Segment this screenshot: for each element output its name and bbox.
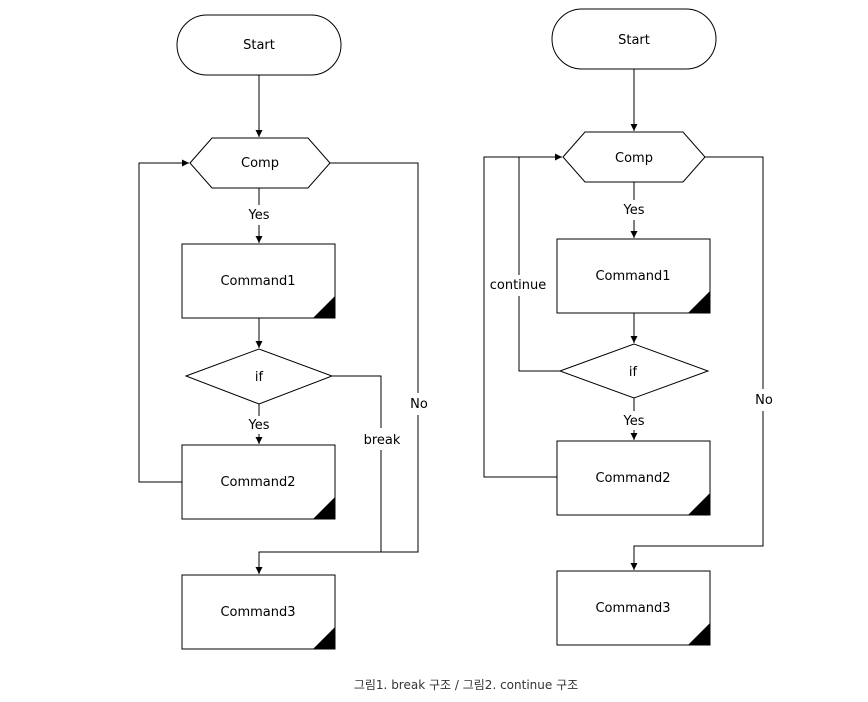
continue-command2-label: Command2 — [595, 471, 670, 486]
break-flowchart: Start Comp Yes Command1 if Yes Command2 … — [138, 14, 428, 650]
break-command1-corner — [313, 296, 335, 318]
break-yes-top-label: Yes — [248, 208, 270, 223]
break-command1-label: Command1 — [220, 274, 295, 289]
continue-no-path-upper — [705, 156, 764, 389]
continue-command2-corner — [688, 493, 710, 515]
break-command3-box — [181, 574, 336, 650]
break-comp-label: Comp — [241, 156, 279, 171]
continue-yes-bottom-label: Yes — [623, 414, 645, 429]
break-label: break — [364, 433, 401, 448]
continue-label: continue — [490, 278, 547, 293]
continue-command1-box — [556, 238, 711, 314]
continue-no-path-lower — [630, 411, 764, 570]
continue-command1-label: Command1 — [595, 269, 670, 284]
continue-command3-box — [556, 570, 711, 646]
break-command2-corner — [313, 497, 335, 519]
continue-command2-box — [556, 440, 711, 516]
break-if-label: if — [255, 370, 264, 385]
continue-command3-label: Command3 — [595, 601, 670, 616]
break-no-path-lower — [255, 415, 419, 574]
break-no-path-upper — [330, 162, 419, 393]
break-no-label: No — [410, 397, 428, 412]
break-path-upper — [332, 375, 382, 428]
break-command2-label: Command2 — [220, 475, 295, 490]
figure-caption: 그림1. break 구조 / 그림2. continue 구조 — [354, 678, 578, 692]
continue-if-label: if — [629, 365, 638, 380]
break-command3-label: Command3 — [220, 605, 295, 620]
break-loop-back-line — [138, 159, 189, 483]
break-start-label: Start — [243, 38, 275, 53]
continue-start-label: Start — [618, 33, 650, 48]
continue-path-lower — [518, 296, 560, 372]
continue-no-label: No — [755, 393, 773, 408]
break-command2-box — [181, 444, 336, 520]
break-command1-box — [181, 243, 336, 319]
continue-flowchart: Start Comp Yes Command1 if continue Yes … — [483, 8, 773, 646]
continue-if-decision — [558, 343, 710, 399]
continue-comp-label: Comp — [615, 151, 653, 166]
continue-command3-corner — [688, 623, 710, 645]
continue-command1-corner — [688, 291, 710, 313]
break-yes-bottom-label: Yes — [248, 418, 270, 433]
continue-yes-top-label: Yes — [623, 203, 645, 218]
continue-loop-back-line — [483, 153, 562, 478]
break-command3-corner — [313, 627, 335, 649]
